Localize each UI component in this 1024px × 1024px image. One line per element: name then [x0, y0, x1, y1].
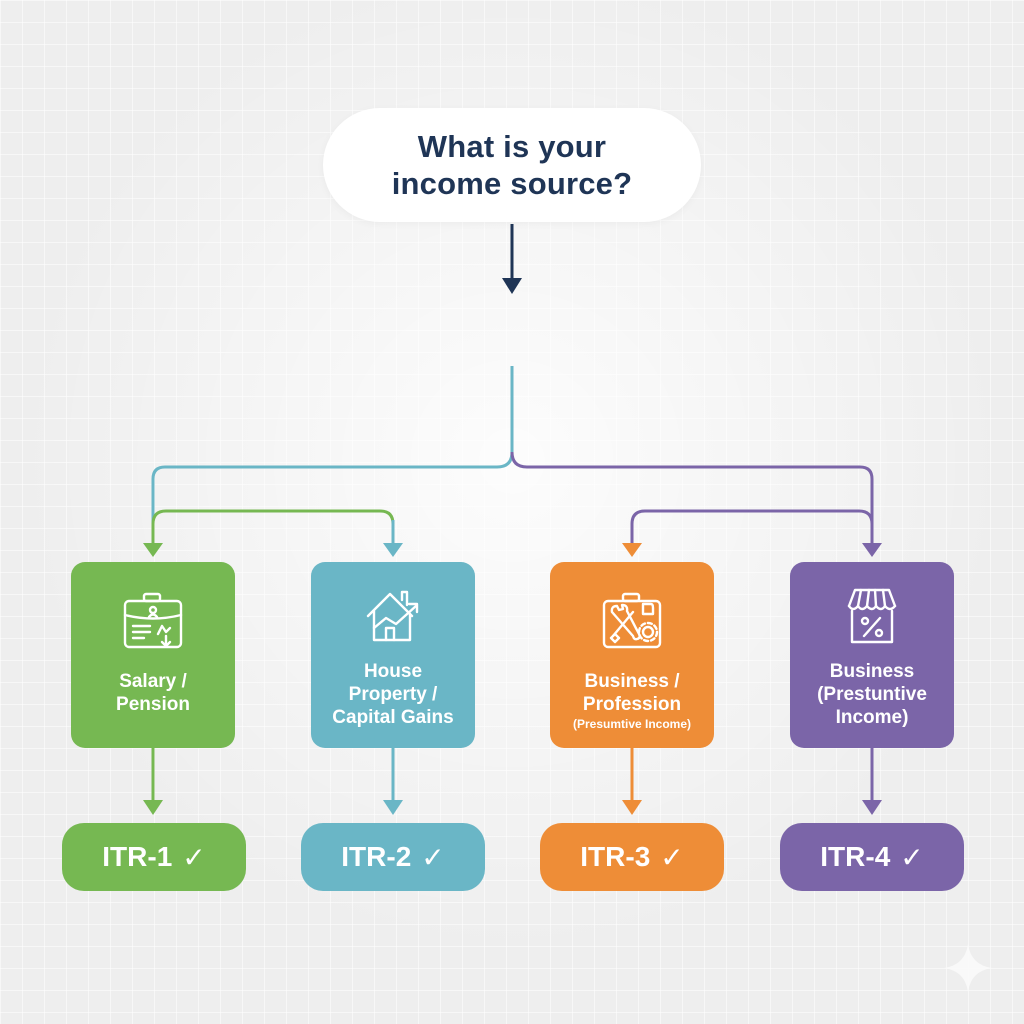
card-label-line: Pension	[116, 694, 190, 715]
checkmark-icon: ✓	[660, 841, 684, 873]
arrow-card3-to-itr3	[622, 748, 642, 815]
card-label-line: Business	[829, 661, 915, 682]
card-label-line: Property /	[348, 684, 438, 705]
purple-sub-branch	[630, 509, 874, 545]
toolbox-icon	[602, 592, 662, 649]
card-label-line: Business /	[584, 671, 680, 692]
question-line-2: income source?	[391, 166, 633, 201]
arrowhead-card-1	[143, 543, 163, 557]
briefcase-salary-icon	[123, 592, 183, 649]
result-badge-itr2[interactable]: ITR-2 ✓	[301, 823, 485, 891]
shop-percent-icon	[847, 588, 897, 644]
green-sub-branch	[151, 509, 395, 545]
card-label-line: Profession	[582, 694, 682, 715]
checkmark-icon: ✓	[421, 841, 445, 873]
result-label: ITR-4	[820, 841, 891, 872]
arrowhead-card-2	[383, 543, 403, 557]
card-label-line: Capital Gains	[332, 707, 454, 728]
result-label: ITR-1	[102, 841, 173, 872]
checkmark-icon: ✓	[182, 841, 206, 873]
result-label: ITR-3	[580, 841, 651, 872]
option-card-business-presumptive[interactable]: Business (Prestuntive Income)	[790, 562, 954, 748]
house-growth-icon	[366, 590, 419, 642]
result-badge-itr4[interactable]: ITR-4 ✓	[780, 823, 964, 891]
checkmark-icon: ✓	[900, 841, 924, 873]
card-label-line: Income)	[835, 707, 909, 728]
result-badge-itr3[interactable]: ITR-3 ✓	[540, 823, 724, 891]
left-branch-line	[151, 451, 514, 545]
card-label-line: (Prestuntive	[817, 684, 927, 705]
option-card-house-property[interactable]: House Property / Capital Gains	[311, 562, 475, 748]
card-label-line: House	[363, 661, 423, 682]
arrow-card4-to-itr4	[862, 748, 882, 815]
arrowhead-card-4	[862, 543, 882, 557]
arrow-card2-to-itr2	[383, 748, 403, 815]
result-badge-itr1[interactable]: ITR-1 ✓	[62, 823, 246, 891]
question-line-1: What is your	[417, 129, 607, 164]
arrowhead-card-3	[622, 543, 642, 557]
main-down-arrow	[502, 224, 522, 294]
result-label: ITR-2	[341, 841, 412, 872]
question-bubble: What is your income source?	[323, 108, 701, 222]
arrow-card1-to-itr1	[143, 748, 163, 815]
option-card-business-profession[interactable]: Business / Profession (Presumtive Income…	[550, 562, 714, 748]
card-label-line: Salary /	[119, 671, 187, 692]
option-card-salary[interactable]: Salary / Pension	[71, 562, 235, 748]
card-sublabel: (Presumtive Income)	[572, 717, 692, 731]
sparkle-icon	[944, 944, 992, 992]
right-branch-line	[510, 451, 874, 545]
